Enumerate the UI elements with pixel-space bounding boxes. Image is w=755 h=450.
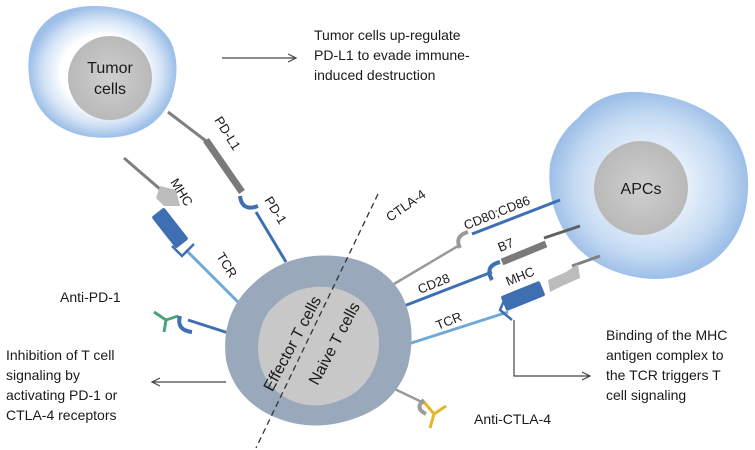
tcr-right-cup bbox=[498, 295, 513, 321]
cell-state-divider bbox=[255, 193, 379, 449]
binding-note-arrow bbox=[513, 320, 590, 376]
svg-text:antigen complex to: antigen complex to bbox=[606, 347, 724, 363]
apc-label: APCs bbox=[621, 181, 662, 198]
apc-cell: APCs bbox=[549, 91, 749, 279]
svg-text:CTLA-4 receptors: CTLA-4 receptors bbox=[6, 407, 116, 423]
tumor-nucleus bbox=[68, 36, 152, 120]
svg-text:signaling by: signaling by bbox=[6, 367, 80, 383]
anti-pd1-label: Anti-PD-1 bbox=[60, 289, 121, 305]
svg-text:cell signaling: cell signaling bbox=[606, 387, 686, 403]
cd28-label: CD28 bbox=[416, 270, 452, 296]
svg-text:the TCR triggers T: the TCR triggers T bbox=[606, 367, 721, 383]
b7-molecule bbox=[500, 240, 548, 266]
svg-text:Inhibition of T cell: Inhibition of T cell bbox=[6, 347, 114, 363]
t-cell-nucleus bbox=[258, 286, 380, 406]
inhibition-note: Inhibition of T cell signaling by activa… bbox=[6, 347, 118, 423]
svg-text:activating PD-1 or: activating PD-1 or bbox=[6, 387, 118, 403]
tcr-right-label: TCR bbox=[434, 309, 464, 333]
svg-text:Tumor cells up-regulate: Tumor cells up-regulate bbox=[314, 27, 461, 43]
svg-text:Binding of the MHC: Binding of the MHC bbox=[606, 327, 727, 343]
tcr-left-label: TCR bbox=[213, 250, 240, 281]
pd1-label: PD-1 bbox=[261, 194, 289, 227]
tcr-left-cup bbox=[171, 243, 195, 258]
binding-note: Binding of the MHC antigen complex to th… bbox=[606, 327, 727, 403]
tumor-label-line1: Tumor bbox=[87, 60, 133, 77]
mhc-left bbox=[152, 186, 188, 248]
tumor-label-line2: cells bbox=[94, 81, 126, 98]
b7-label: B7 bbox=[496, 235, 516, 255]
cd28-cup bbox=[487, 260, 501, 281]
anti-ctla4-antibody bbox=[417, 398, 447, 429]
anti-pd1-antibody bbox=[153, 310, 193, 334]
ctla4-cup bbox=[456, 230, 469, 249]
cd80-cd86-label: CD80;CD86 bbox=[462, 193, 533, 233]
pd1-cup bbox=[238, 195, 259, 210]
svg-text:PD-L1 to evade immune-: PD-L1 to evade immune- bbox=[314, 47, 470, 63]
anti-ctla4-label: Anti-CTLA-4 bbox=[474, 411, 551, 427]
mhc-right bbox=[501, 264, 580, 311]
tumor-cell: Tumor cells bbox=[28, 6, 177, 138]
apc-nucleus bbox=[594, 141, 688, 235]
pdl1-label: PD-L1 bbox=[211, 114, 243, 153]
svg-text:induced destruction: induced destruction bbox=[314, 67, 435, 83]
pdl1-molecule bbox=[203, 138, 245, 194]
t-cell: Effector T cells Naive T cells bbox=[225, 255, 412, 426]
ctla4-label: CTLA-4 bbox=[383, 186, 428, 224]
tumor-note: Tumor cells up-regulate PD-L1 to evade i… bbox=[314, 27, 470, 83]
